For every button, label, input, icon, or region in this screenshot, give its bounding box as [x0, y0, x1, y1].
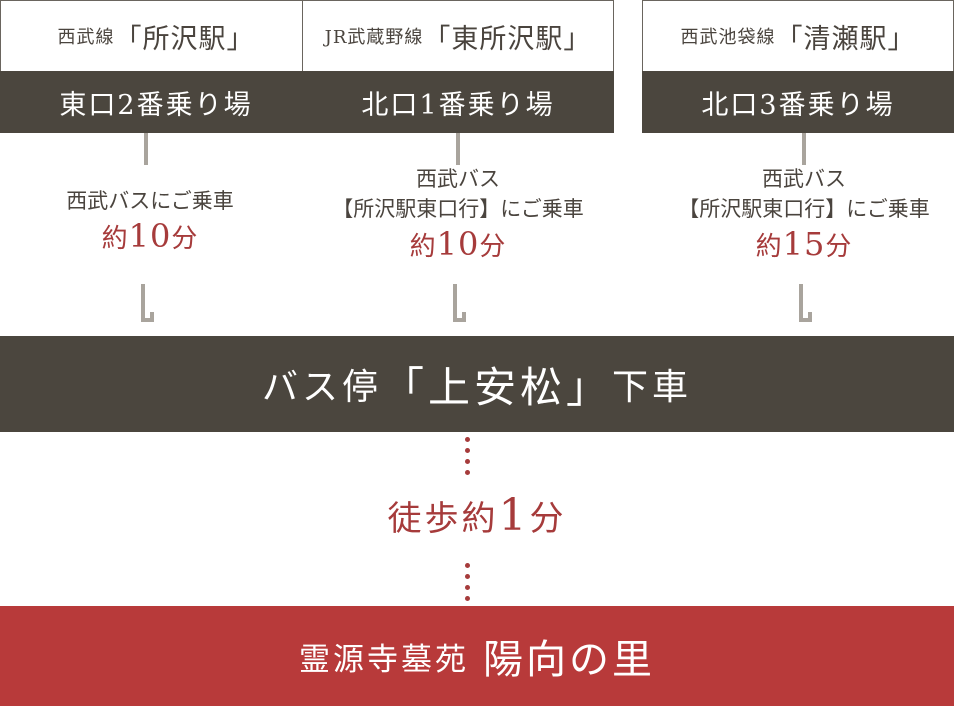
platform-bar: 北口1番乗り場	[302, 71, 614, 133]
walk-value: 1	[498, 490, 530, 541]
duration-value: 10	[436, 225, 480, 263]
station-box: JR武蔵野線 「東所沢駅」	[302, 0, 614, 71]
duration-value: 10	[128, 217, 172, 255]
station-line-label: 西武線	[57, 27, 115, 48]
connector-line	[144, 133, 148, 165]
bus-line-text: 西武バスにご乗車	[66, 189, 234, 213]
destination-bar: 霊源寺墓苑陽向の里	[0, 606, 954, 706]
duration-unit: 分	[479, 232, 507, 262]
bus-stop-name: 「上安松」	[381, 362, 612, 412]
walk-duration: 徒歩約1分	[0, 490, 954, 541]
duration: 約10分	[302, 224, 614, 267]
bus-stop-suffix: 下車	[612, 367, 693, 408]
station-name-label: 「東所沢駅」	[423, 23, 592, 55]
station-box: 西武池袋線 「清瀬駅」	[642, 0, 954, 71]
duration-prefix: 約	[409, 232, 437, 262]
bus-stop-prefix: バス停	[261, 367, 382, 408]
down-arrow-icon	[141, 284, 154, 322]
bus-stop-bar: バス停「上安松」下車	[0, 336, 954, 432]
platform-bar: 北口3番乗り場	[642, 71, 954, 133]
bus-info: 西武バス 【所沢駅東口行】にご乗車 約15分	[648, 164, 954, 267]
duration: 約15分	[648, 224, 954, 267]
destination-name: 陽向の里	[483, 637, 655, 683]
route-column-jr-musashino: JR武蔵野線 「東所沢駅」 北口1番乗り場 西武バス 【所沢駅東口行】にご乗車 …	[302, 0, 614, 330]
duration-unit: 分	[825, 232, 853, 262]
destination-sub: 霊源寺墓苑	[299, 641, 469, 678]
connector-line	[456, 133, 460, 165]
duration: 約10分	[0, 216, 306, 259]
station-line-label: JR武蔵野線	[324, 27, 424, 48]
station-line-label: 西武池袋線	[680, 27, 776, 48]
bus-line-text: 西武バス	[762, 167, 846, 191]
station-name-label: 「所沢駅」	[114, 23, 255, 55]
duration-prefix: 約	[101, 224, 129, 254]
bus-line-text: 西武バス	[416, 167, 500, 191]
bus-info: 西武バスにご乗車 約10分	[0, 186, 306, 259]
dotted-connector	[465, 563, 471, 607]
duration-value: 15	[782, 225, 826, 263]
bus-line-text: 【所沢駅東口行】にご乗車	[332, 197, 584, 221]
connector-line	[802, 133, 806, 165]
station-box: 西武線 「所沢駅」	[0, 0, 312, 71]
bus-line-text: 【所沢駅東口行】にご乗車	[678, 197, 930, 221]
duration-unit: 分	[171, 224, 199, 254]
duration-prefix: 約	[755, 232, 783, 262]
bus-info: 西武バス 【所沢駅東口行】にご乗車 約10分	[302, 164, 614, 267]
down-arrow-icon	[453, 284, 466, 322]
route-column-seibu-ikebukuro: 西武池袋線 「清瀬駅」 北口3番乗り場 西武バス 【所沢駅東口行】にご乗車 約1…	[642, 0, 954, 330]
station-name-label: 「清瀬駅」	[775, 23, 916, 55]
platform-bar: 東口2番乗り場	[0, 71, 312, 133]
walk-prefix: 徒歩約	[387, 499, 499, 539]
dotted-connector	[465, 437, 471, 481]
down-arrow-icon	[799, 284, 812, 322]
route-column-seibu: 西武線 「所沢駅」 東口2番乗り場 西武バスにご乗車 約10分	[0, 0, 312, 330]
walk-unit: 分	[529, 499, 567, 539]
